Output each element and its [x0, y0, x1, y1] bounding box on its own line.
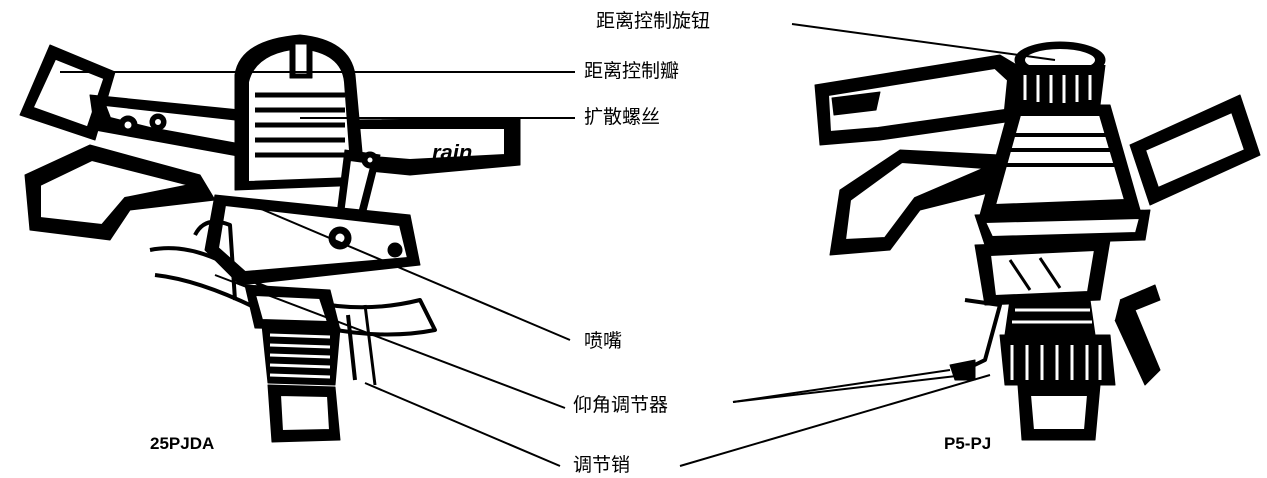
- leader-adjust-pin-left: [364, 382, 561, 467]
- label-adjust-pin: 调节销: [573, 454, 631, 476]
- label-diffuser-screw: 扩散螺丝: [584, 106, 661, 128]
- label-distance-knob: 距离控制旋钮: [596, 10, 711, 32]
- label-trajectory-adjuster: 仰角调节器: [573, 394, 669, 416]
- leader-trajectory-left: [214, 274, 566, 409]
- leader-lines: [60, 23, 1056, 467]
- svg-text:rain: rain: [432, 140, 472, 165]
- leader-adjust-pin-right: [679, 374, 991, 467]
- label-nozzle: 喷嘴: [584, 330, 623, 352]
- leader-trajectory-right-2: [732, 374, 966, 403]
- label-distance-flap: 距离控制瓣: [584, 60, 680, 82]
- sprinkler-25pjda-illustration: rain: [19, 34, 521, 443]
- model-label-left: 25PJDA: [150, 434, 215, 453]
- leader-trajectory-right-1: [732, 369, 951, 403]
- sprinkler-p5pj-illustration: [814, 41, 1261, 441]
- leader-distance-knob: [791, 23, 1056, 61]
- leader-nozzle: [239, 199, 571, 341]
- model-label-right: P5-PJ: [944, 434, 992, 453]
